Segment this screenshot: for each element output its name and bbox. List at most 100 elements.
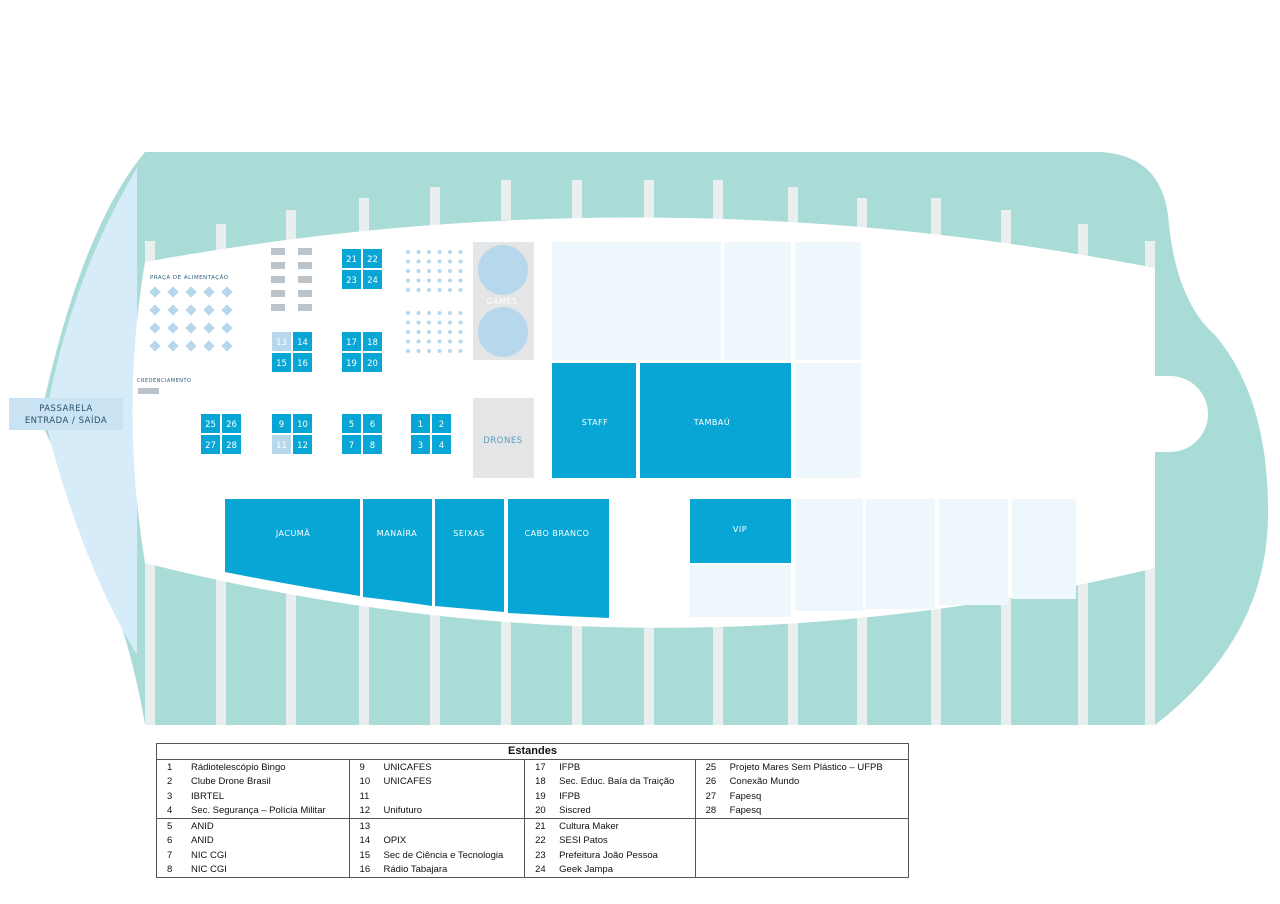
post	[216, 224, 226, 264]
booth-21	[342, 249, 361, 268]
seat-dot	[458, 320, 463, 325]
booth-27	[201, 435, 220, 454]
seat-dot	[458, 259, 463, 264]
booth-25	[201, 414, 220, 433]
legend-number	[694, 833, 726, 848]
booth-10	[293, 414, 312, 433]
table	[203, 304, 215, 316]
games-circle-top	[478, 245, 528, 295]
credenciamento-label: CREDENCIAMENTO	[137, 378, 191, 384]
post	[501, 560, 511, 725]
post	[216, 560, 226, 725]
legend-title: Estandes	[156, 743, 909, 760]
tambau-label: TAMBAÚ	[693, 416, 730, 427]
seat-dot	[416, 311, 421, 315]
seat-dot	[406, 278, 410, 283]
legend-name: UNICAFES	[383, 776, 432, 788]
booth-26	[222, 414, 241, 433]
booth-16	[293, 353, 312, 372]
seat-dot	[416, 339, 421, 344]
legend-name: ANID	[187, 818, 350, 834]
bench	[271, 276, 285, 283]
seat-dot	[437, 330, 442, 334]
seat-dot	[416, 349, 421, 353]
booth-label: 14	[297, 338, 308, 348]
seat-dot	[406, 320, 410, 325]
table	[167, 304, 179, 316]
legend-number: 7	[156, 848, 187, 863]
booth-12	[293, 435, 312, 454]
seat-dot	[448, 339, 452, 344]
legend-number: 27	[694, 789, 726, 804]
table	[185, 304, 197, 316]
legend-name: Fapesq	[725, 789, 909, 804]
legend-number: 21	[524, 818, 556, 834]
post	[145, 560, 155, 725]
vip-label: VIP	[733, 525, 747, 534]
table	[185, 286, 197, 298]
legend-number: 23	[524, 848, 556, 863]
booth-5	[342, 414, 361, 433]
food-court-tables	[149, 286, 233, 352]
seat-dot	[406, 311, 410, 315]
table	[149, 286, 161, 298]
table	[185, 340, 197, 352]
table	[203, 286, 215, 298]
seat-dot	[458, 349, 463, 353]
booth-24	[363, 270, 382, 289]
bench	[271, 262, 285, 269]
seat-dot	[448, 349, 452, 353]
legend-name	[725, 818, 909, 834]
legend-name: Cultura Maker	[555, 818, 696, 834]
legend-name: OPIX	[383, 835, 407, 847]
booth-19	[342, 353, 361, 372]
booth-2	[432, 414, 451, 433]
seat-dot	[406, 349, 410, 353]
legend-number: 11	[348, 789, 380, 804]
post	[931, 560, 941, 725]
post	[145, 241, 155, 281]
seat-dot	[437, 278, 442, 283]
booth-1	[411, 414, 430, 433]
passarela-label-sub: ENTRADA / SAÍDA	[25, 414, 107, 426]
seat-dot	[437, 320, 442, 325]
passarela-label-box	[9, 398, 123, 430]
booth-label: 3	[418, 441, 423, 451]
post	[1145, 560, 1155, 725]
tambau-area	[640, 363, 791, 478]
table	[221, 322, 233, 334]
post	[430, 560, 440, 725]
booth-22	[363, 249, 382, 268]
legend-name: SESI Patos	[559, 835, 608, 847]
booth-7	[342, 435, 361, 454]
table	[221, 304, 233, 316]
seat-dot	[437, 339, 442, 344]
booth-label: 21	[346, 255, 357, 265]
seat-dot	[406, 259, 410, 264]
legend-number	[694, 848, 726, 863]
legend-number: 22	[524, 833, 556, 848]
booth-label: 6	[370, 420, 375, 430]
legend-name: Siscred	[559, 805, 591, 817]
post	[572, 180, 582, 220]
seat-dot	[458, 311, 463, 315]
post	[430, 187, 440, 227]
booth-13	[272, 332, 291, 351]
booth-label: 26	[226, 420, 237, 430]
seat-dot	[416, 259, 421, 264]
seat-dot	[416, 278, 421, 283]
seat-dot	[406, 288, 410, 292]
seat-dot	[416, 330, 421, 334]
legend-number: 3	[156, 789, 187, 804]
legend-number: 28	[694, 803, 726, 819]
seat-dot	[416, 269, 421, 273]
post	[713, 180, 723, 220]
legend-name: Conexão Mundo	[725, 774, 909, 789]
